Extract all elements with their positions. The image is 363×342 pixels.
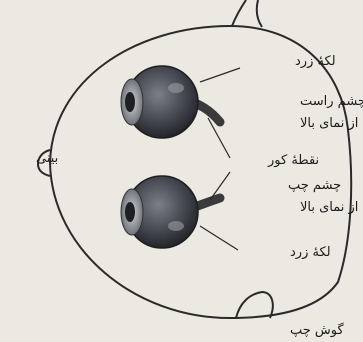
label-left-eye-line2: از نمای بالا [300,200,358,215]
leader-yellow-spot-bottom [200,226,238,250]
right-eye [121,66,220,138]
label-right-eye-line2: از نمای بالا [300,116,358,131]
left-eye [121,176,220,248]
label-right-eye-line1: چشم راست [300,94,363,109]
label-left-eye-line1: چشم چپ [288,178,341,193]
right-ear-outline [232,0,262,27]
leader-yellow-spot-top [200,68,240,82]
label-left-ear: گوش چپ [290,322,345,338]
left-ear-outline [236,292,273,318]
label-blind-spot: نقطهٔ کور [267,153,319,168]
label-yellow-spot-bottom: لکهٔ زرد [290,245,331,260]
label-nose: بینی [36,151,58,166]
label-yellow-spot-top: لکهٔ زرد [295,54,336,69]
head-outline [50,26,351,318]
